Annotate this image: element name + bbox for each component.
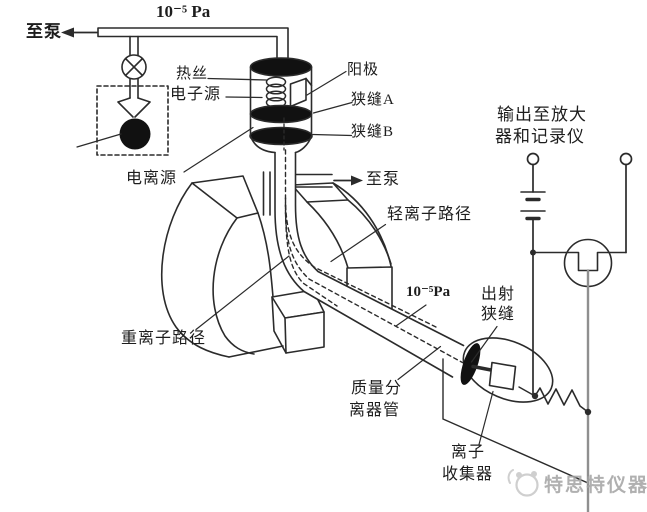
label-pressure-mid: 10⁻⁵Pa — [406, 284, 451, 300]
label-separator-2: 离器管 — [349, 402, 401, 419]
inlet-funnel — [117, 97, 151, 118]
sample-reservoir — [119, 118, 151, 150]
watermark-logo — [507, 469, 539, 497]
label-electron-source: 电子源 — [170, 86, 222, 103]
slit-b-plate — [249, 126, 313, 146]
output-terminal-right — [619, 152, 633, 166]
label-exit-slit-2: 狭缝 — [481, 306, 516, 323]
label-separator-1: 质量分 — [351, 380, 403, 397]
ion-source — [207, 57, 313, 154]
label-output-2: 器和记录仪 — [495, 127, 585, 146]
label-pressure-top: 10⁻⁵ Pa — [156, 2, 211, 21]
pump-branch-right — [295, 173, 363, 188]
exit-slit-band — [460, 343, 481, 385]
pump-arrow-left — [61, 27, 74, 38]
heavy-ion-path-line — [284, 204, 338, 307]
label-anode: 阳极 — [347, 62, 380, 78]
ion-collector-box — [488, 361, 517, 391]
source-top-cap — [249, 57, 313, 77]
label-hot-wire: 热丝 — [176, 66, 209, 82]
magnet-left-pole — [160, 175, 325, 358]
anode-plate — [289, 77, 313, 108]
resistor-icon — [534, 387, 589, 413]
label-output-1: 输出至放大 — [497, 105, 587, 124]
label-heavy-ion-path: 重离子路径 — [121, 330, 207, 347]
label-pump-right: 至泵 — [366, 171, 401, 188]
battery-icon — [520, 191, 546, 221]
output-terminal-left — [526, 152, 540, 166]
pump-arrow-right — [351, 175, 363, 186]
label-slit-b: 狭缝B — [351, 124, 395, 140]
ion-paths — [284, 149, 468, 366]
detector-bulb — [442, 337, 589, 484]
inlet-dashed-box — [96, 85, 169, 156]
label-slit-a: 狭缝A — [351, 92, 395, 108]
output-circuit — [518, 152, 633, 512]
pump-line-top — [61, 27, 289, 59]
label-light-ion-path: 轻离子路径 — [387, 206, 473, 223]
filament-coil — [265, 76, 287, 109]
leader-lines — [76, 70, 498, 446]
sample-inlet — [96, 35, 169, 156]
label-ionization-source: 电离源 — [126, 170, 178, 187]
slit-a-plate — [249, 104, 313, 124]
light-ion-path-line — [284, 197, 437, 328]
bulb-base-wires — [442, 358, 589, 484]
filament-lead-wires — [207, 77, 268, 99]
label-exit-slit-1: 出射 — [481, 286, 516, 303]
label-pump-top: 至泵 — [26, 22, 62, 41]
ion-beam-stub — [471, 364, 493, 372]
label-ion-collector-1: 离子 — [451, 444, 486, 461]
watermark-text: 特思特仪器 — [544, 475, 647, 496]
label-ion-collector-2: 收集器 — [442, 466, 494, 483]
